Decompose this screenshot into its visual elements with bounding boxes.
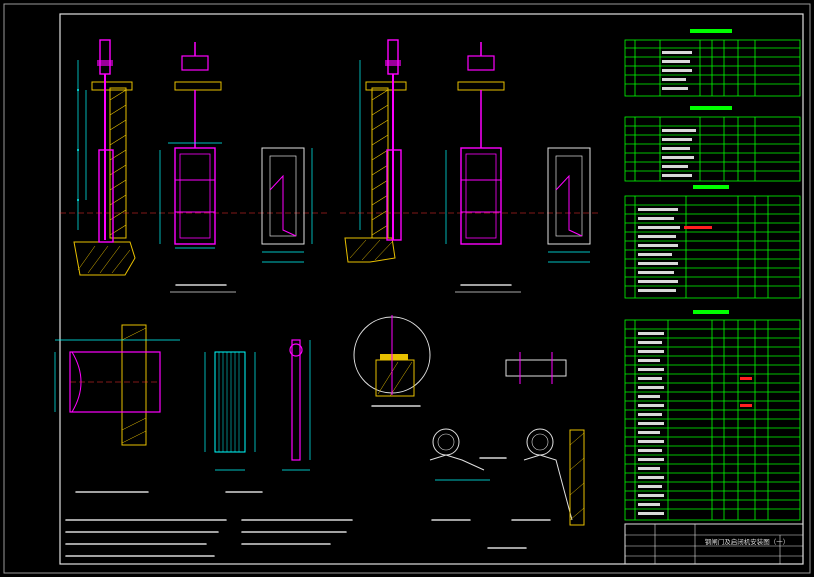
concrete-pier-left xyxy=(109,87,127,239)
anchor-bolt-detail xyxy=(505,352,567,384)
gate-leaf-left xyxy=(98,149,114,243)
gate-section-view-1 xyxy=(159,42,222,249)
general-notes xyxy=(65,519,353,557)
pipe-embed-detail xyxy=(54,324,180,446)
hoist-machine-right xyxy=(387,39,399,75)
engineering-quantity-table xyxy=(624,319,801,521)
bearing-seal-detail xyxy=(353,315,431,397)
clamp-detail-right xyxy=(523,428,585,526)
trash-rack-front xyxy=(204,351,256,471)
table-titles xyxy=(690,29,732,314)
gate-groove-section-1 xyxy=(261,147,313,263)
materials-table-1 xyxy=(624,39,801,97)
gate-elevation-view-1 xyxy=(60,39,330,276)
table-cell-marks xyxy=(638,51,696,515)
gate-section-view-2 xyxy=(445,42,505,245)
base-concrete-right xyxy=(344,237,396,263)
hanger-rod-detail xyxy=(282,339,311,471)
concrete-pier-right xyxy=(371,87,389,239)
gate-frame-1 xyxy=(174,147,216,245)
materials-table-2 xyxy=(624,116,801,182)
gate-elevation-view-2 xyxy=(340,39,600,263)
view-caption-marks xyxy=(75,284,551,549)
equipment-table xyxy=(624,195,801,299)
table-highlight-marks xyxy=(684,226,752,407)
sheet-inner-border xyxy=(59,13,804,565)
deck-slab-left xyxy=(91,81,133,91)
hoist-machine-left xyxy=(99,39,111,75)
hoist-head-1 xyxy=(181,55,209,71)
drawing-title: 钢闸门及启闭机安装图（一） xyxy=(705,537,790,546)
clamp-detail-left xyxy=(429,428,490,481)
title-block: 钢闸门及启闭机安装图（一） xyxy=(624,523,804,565)
base-concrete-left xyxy=(73,241,136,276)
gate-groove-section-2 xyxy=(547,147,591,263)
sheet-outer-border xyxy=(3,3,811,574)
